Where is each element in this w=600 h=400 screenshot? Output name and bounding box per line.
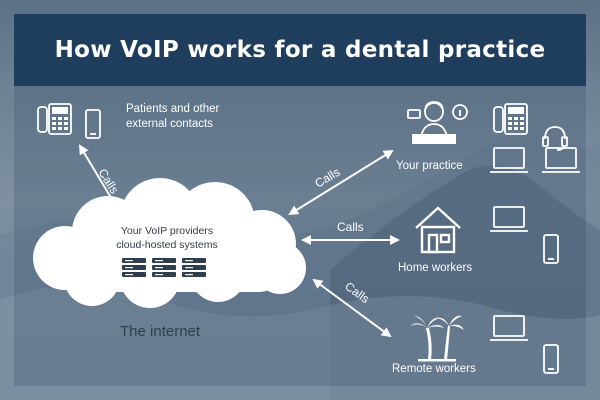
headset-icon <box>542 126 568 151</box>
laptop-icon <box>490 206 528 232</box>
practice-label: Your practice <box>396 160 463 172</box>
external-contacts-label: Patients and other external contacts <box>126 103 220 130</box>
home-workers-label: Home workers <box>398 262 473 274</box>
provider-label: Your VoIP providers cloud-hosted systems <box>116 225 218 251</box>
calls-label-home: Calls <box>337 220 364 234</box>
server-icon <box>122 258 206 277</box>
desk-phone-icon <box>493 103 528 135</box>
palm-trees-icon <box>410 315 464 362</box>
laptop-icon <box>490 147 528 173</box>
desk-phone-icon <box>37 103 72 135</box>
connector-practice <box>288 149 394 216</box>
receptionist-icon <box>407 101 468 144</box>
laptop-icon <box>490 315 528 341</box>
calls-label-remote: Calls <box>342 279 372 306</box>
page-title: How VoIP works for a dental practice <box>54 37 546 63</box>
title-banner: How VoIP works for a dental practice <box>14 14 586 86</box>
remote-workers-label: Remote workers <box>392 363 476 375</box>
connector-external <box>78 144 118 208</box>
mobile-phone-icon <box>543 234 559 264</box>
calls-label-practice: Calls <box>312 165 342 191</box>
connector-remote <box>312 278 392 338</box>
mobile-phone-icon <box>85 109 101 139</box>
mobile-phone-icon <box>543 344 559 374</box>
house-icon <box>415 206 461 254</box>
internet-label: The internet <box>120 323 201 340</box>
laptop-icon <box>542 147 580 173</box>
calls-label-external: Calls <box>95 166 121 196</box>
